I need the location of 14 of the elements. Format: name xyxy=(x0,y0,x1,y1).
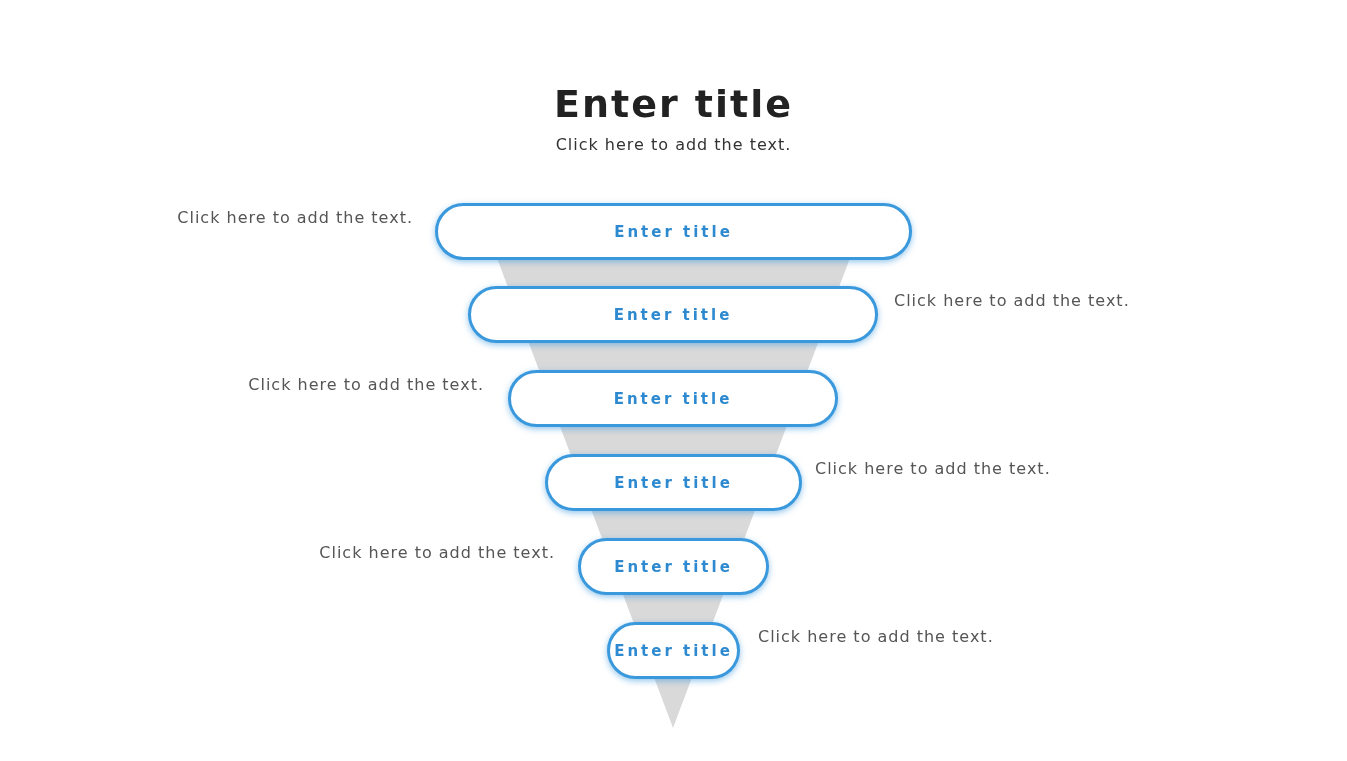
stage-description: Click here to add the text. xyxy=(248,374,484,396)
stage-title: Enter title xyxy=(614,640,733,661)
stage-description: Click here to add the text. xyxy=(894,290,1130,312)
subtitle-text: Click here to add the text. xyxy=(555,135,792,154)
stage-title: Enter title xyxy=(614,221,733,242)
stage-title: Enter title xyxy=(613,304,733,325)
stage-description: Click here to add the text. xyxy=(177,207,413,229)
stage-description: Click here to add the text. xyxy=(319,542,555,564)
stage-title: Enter title xyxy=(613,388,733,409)
stage-description: Click here to add the text. xyxy=(815,458,1051,480)
stage-description: Click here to add the text. xyxy=(758,626,994,648)
stage-title: Enter title xyxy=(614,472,733,493)
heading: Enter title xyxy=(553,82,794,126)
stage-title: Enter title xyxy=(614,556,733,577)
